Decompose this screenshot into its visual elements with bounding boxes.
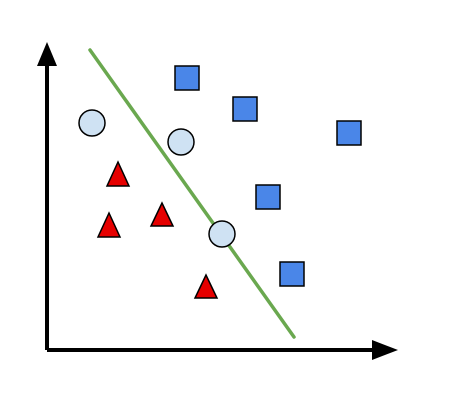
- circle-marker: [167, 128, 195, 156]
- square-marker: [255, 184, 281, 210]
- triangle-marker: [193, 273, 219, 299]
- axes: [37, 42, 398, 360]
- circle-marker: [208, 220, 236, 248]
- y-axis-arrow-icon: [37, 42, 57, 66]
- circle-marker: [78, 109, 106, 137]
- triangle-marker: [105, 160, 131, 187]
- triangle-marker: [96, 211, 122, 238]
- square-marker: [174, 65, 200, 91]
- decision-boundary-line: [88, 48, 296, 339]
- class-markers: [78, 65, 362, 299]
- x-axis-arrow-icon: [372, 340, 398, 360]
- square-marker: [232, 96, 258, 122]
- square-marker: [279, 261, 305, 287]
- triangle-marker: [149, 201, 175, 227]
- square-marker: [336, 120, 362, 146]
